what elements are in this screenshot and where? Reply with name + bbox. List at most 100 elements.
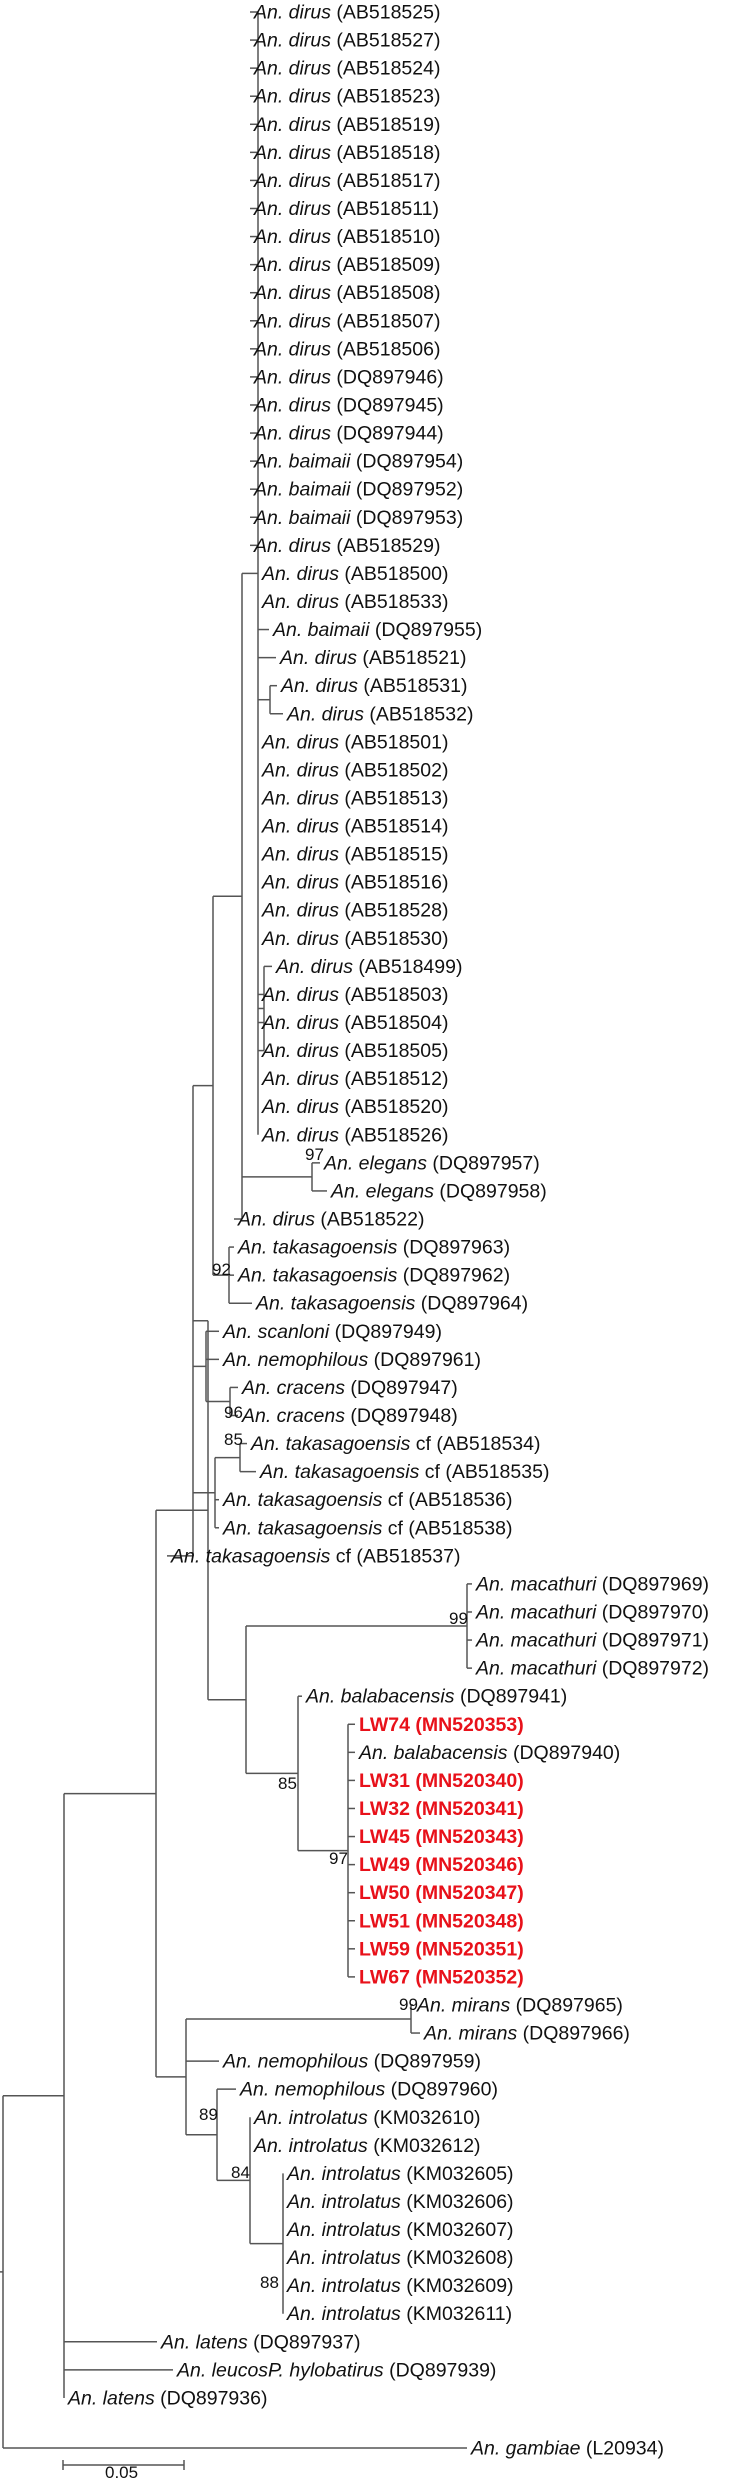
leaf-label: An. dirus (AB518510) <box>253 226 440 248</box>
leaf-species: An. dirus <box>261 591 339 613</box>
leaf-species: An. dirus <box>261 928 339 950</box>
leaf-label: An. scanloni (DQ897949) <box>222 1321 442 1343</box>
leaf-species: An. introlatus <box>286 2303 401 2325</box>
leaf-accession: (AB518517) <box>331 170 441 192</box>
leaf-species: An. takasagoensis <box>222 1489 383 1511</box>
leaf-species: An. dirus <box>253 58 331 80</box>
leaf-species: An. macathuri <box>475 1630 597 1652</box>
leaf-accession: (AB518519) <box>331 114 441 136</box>
leaf-accession: LW45 (MN520343) <box>359 1826 524 1848</box>
leaf-species: An. elegans <box>323 1152 427 1174</box>
leaf-label: An. dirus (AB518514) <box>261 816 448 838</box>
leaf-accession: LW32 (MN520341) <box>359 1798 524 1820</box>
leaf-species: An. dirus <box>253 310 331 332</box>
leaf-label: An. takasagoensis cf (AB518534) <box>250 1433 540 1455</box>
leaf-accession: (L20934) <box>581 2438 664 2460</box>
leaf-accession: (DQ897954) <box>350 451 463 473</box>
leaf-accession: (AB518500) <box>339 563 449 585</box>
leaf-label: An. dirus (AB518501) <box>261 731 448 753</box>
leaf-accession: (KM032610) <box>368 2107 481 2129</box>
bootstrap-value: 88 <box>260 2273 279 2292</box>
leaf-species: An. macathuri <box>475 1573 597 1595</box>
leaf-species: An. mirans <box>416 1994 510 2016</box>
leaf-label: An. dirus (AB518512) <box>261 1068 448 1090</box>
leaf-label: An. leucosP. hylobatirus (DQ897939) <box>176 2359 496 2381</box>
leaf-label: An. dirus (AB518515) <box>261 844 448 866</box>
leaf-label: An. takasagoensis cf (AB518535) <box>259 1461 549 1483</box>
leaf-label: An. baimaii (DQ897954) <box>253 451 463 473</box>
leaf-accession: (DQ897949) <box>329 1321 442 1343</box>
leaf-species: An. introlatus <box>286 2219 401 2241</box>
leaf-accession: LW51 (MN520348) <box>359 1910 524 1932</box>
leaf-label: An. dirus (AB518517) <box>253 170 440 192</box>
leaf-accession: (AB518524) <box>331 58 441 80</box>
leaf-accession: (AB518530) <box>339 928 449 950</box>
leaf-label: An. dirus (AB518528) <box>261 900 448 922</box>
leaf-accession: (DQ897957) <box>427 1152 540 1174</box>
leaf-accession: (AB518522) <box>315 1209 425 1231</box>
leaf-label: An. dirus (AB518519) <box>253 114 440 136</box>
leaf-label: An. dirus (AB518516) <box>261 872 448 894</box>
leaf-label: An. dirus (AB518525) <box>253 2 440 24</box>
leaf-accession: (AB518515) <box>339 844 449 866</box>
leaf-accession: (AB518508) <box>331 282 441 304</box>
bootstrap-value: 96 <box>224 1403 243 1422</box>
leaf-species: An. dirus <box>279 647 357 669</box>
leaf-species: An. cracens <box>241 1377 345 1399</box>
leaf-species: An. takasagoensis <box>250 1433 411 1455</box>
leaf-label: An. takasagoensis (DQ897963) <box>237 1237 510 1259</box>
leaf-accession: (AB518520) <box>339 1096 449 1118</box>
leaf-accession: (AB518526) <box>339 1124 449 1146</box>
leaf-accession: (AB518527) <box>331 30 441 52</box>
leaf-label: An. dirus (AB518505) <box>261 1040 448 1062</box>
leaf-species: An. nemophilous <box>222 2051 369 2073</box>
leaf-label: LW45 (MN520343) <box>359 1826 524 1848</box>
leaf-species: An. dirus <box>253 198 331 220</box>
leaf-label: An. dirus (AB518523) <box>253 86 440 108</box>
leaf-accession: (KM032611) <box>401 2303 512 2325</box>
leaf-accession: LW74 (MN520353) <box>359 1714 524 1736</box>
leaf-species: An. dirus <box>261 844 339 866</box>
leaf-accession: (AB518513) <box>339 787 449 809</box>
leaf-accession: (AB518511) <box>331 198 439 220</box>
leaf-species: An. takasagoensis <box>237 1265 398 1287</box>
leaf-label: An. cracens (DQ897948) <box>241 1405 458 1427</box>
leaf-label: An. introlatus (KM032607) <box>286 2219 514 2241</box>
leaf-label: An. gambiae (L20934) <box>470 2438 664 2460</box>
leaf-species: An. baimaii <box>272 619 370 641</box>
leaf-label: An. dirus (AB518522) <box>237 1209 424 1231</box>
leaf-accession: (DQ897969) <box>596 1573 709 1595</box>
leaf-accession: (AB518512) <box>339 1068 449 1090</box>
leaf-accession: (AB518510) <box>331 226 441 248</box>
leaf-species: An. dirus <box>253 142 331 164</box>
leaf-species: An. macathuri <box>475 1601 597 1623</box>
leaf-label: An. dirus (DQ897944) <box>253 423 444 445</box>
leaf-accession: (AB518533) <box>339 591 449 613</box>
leaf-accession: (KM032607) <box>401 2219 514 2241</box>
leaf-accession: (KM032609) <box>401 2275 514 2297</box>
leaf-accession: (DQ897958) <box>434 1180 547 1202</box>
leaf-accession: (AB518523) <box>331 86 441 108</box>
leaf-label: An. takasagoensis (DQ897964) <box>255 1293 528 1315</box>
bootstrap-value: 85 <box>224 1430 243 1449</box>
leaf-label: An. introlatus (KM032606) <box>286 2191 514 2213</box>
leaf-label: An. dirus (AB518502) <box>261 759 448 781</box>
leaf-species: An. dirus <box>261 1068 339 1090</box>
leaf-accession: (DQ897940) <box>508 1742 621 1764</box>
leaf-species: An. dirus <box>261 816 339 838</box>
leaf-species: An. dirus <box>275 956 353 978</box>
leaf-accession: cf (AB518535) <box>419 1461 549 1483</box>
leaf-label: An. takasagoensis cf (AB518537) <box>170 1545 460 1567</box>
leaf-label: LW67 (MN520352) <box>359 1966 524 1988</box>
leaf-label: LW59 (MN520351) <box>359 1938 524 1960</box>
leaf-label: An. dirus (AB518506) <box>253 338 440 360</box>
leaf-species: An. introlatus <box>286 2191 401 2213</box>
leaf-species: An. dirus <box>261 1040 339 1062</box>
leaf-accession: (DQ897959) <box>368 2051 481 2073</box>
leaf-accession: (AB518532) <box>364 703 474 725</box>
leaf-species: An. dirus <box>253 338 331 360</box>
leaf-species: An. leucosP. hylobatirus <box>176 2359 384 2381</box>
leaf-species: An. baimaii <box>253 479 351 501</box>
leaf-label: An. dirus (DQ897946) <box>253 366 444 388</box>
leaf-species: An. introlatus <box>286 2247 401 2269</box>
